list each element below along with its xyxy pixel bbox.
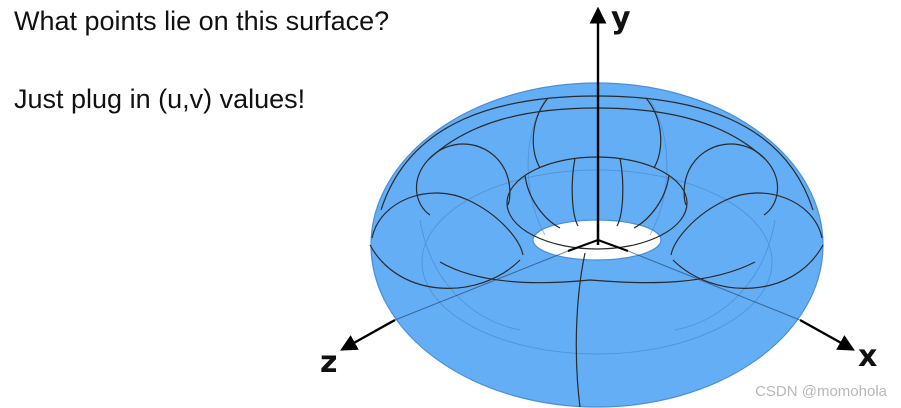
x-axis-hole (597, 239, 629, 252)
mesh-meridian-back-left (532, 97, 549, 169)
mesh-meridian-right-front (670, 192, 823, 256)
z-axis (340, 318, 396, 351)
mesh-meridian-inner-front (571, 157, 579, 227)
x-axis-label: x (858, 339, 877, 374)
mesh-meridian-back-right (645, 97, 662, 169)
z-axis-label: z (320, 345, 337, 380)
x-axis-hidden (627, 250, 801, 321)
mesh-meridian-inner-front-r (616, 157, 624, 227)
mesh-latitude-lower (439, 261, 756, 284)
mesh-meridian-left (415, 143, 511, 216)
mesh-meridian-front (575, 252, 586, 408)
z-axis-hidden (394, 250, 569, 321)
mesh-meridian-inner-left (524, 174, 561, 229)
instruction-text: Just plug in (u,v) values! (14, 84, 306, 114)
torus-mesh (369, 95, 824, 408)
z-axis-hole (567, 239, 599, 252)
x-axis (799, 318, 855, 351)
y-axis-label: y (611, 1, 631, 36)
watermark: CSDN @momohola (755, 383, 887, 400)
mesh-meridian-inner-right (633, 174, 670, 229)
mesh-meridian-right (683, 143, 779, 216)
question-text: What points lie on this surface? (14, 6, 390, 36)
mesh-meridian-left-front (371, 192, 524, 256)
mesh-latitude-front (369, 244, 521, 289)
